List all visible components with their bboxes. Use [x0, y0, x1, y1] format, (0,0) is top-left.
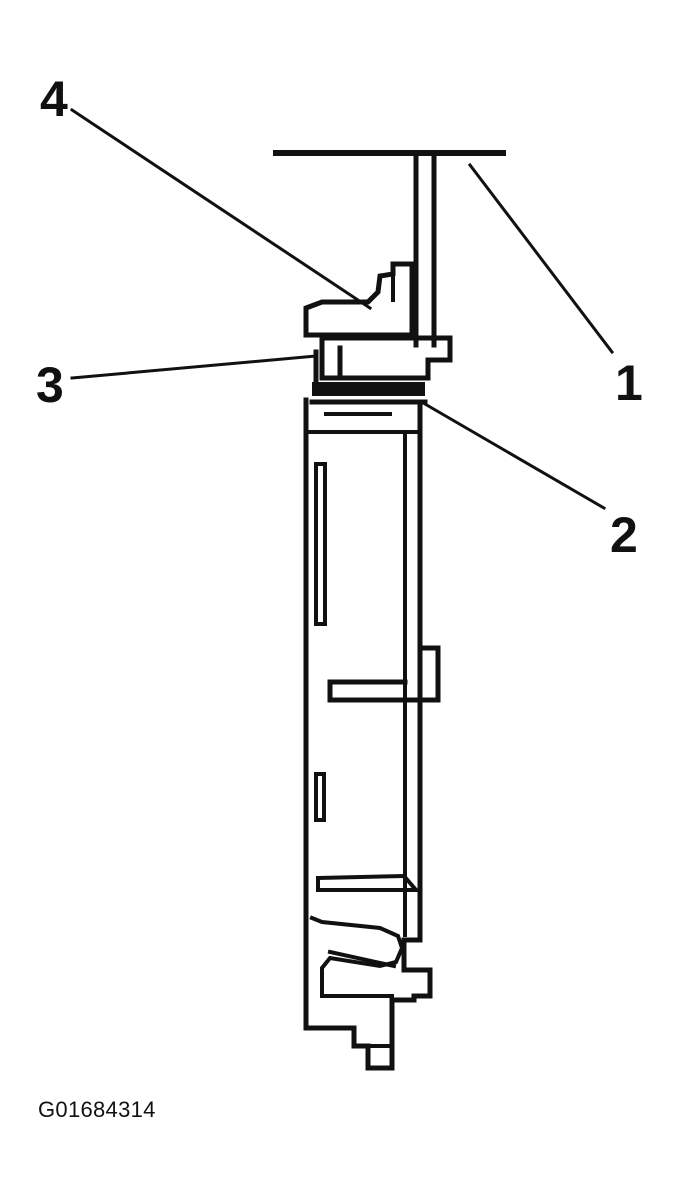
callout-1: 1 [615, 355, 643, 411]
leader-line-3 [70, 354, 318, 380]
part-3-seal-ring [313, 335, 453, 389]
callout-4: 4 [40, 71, 68, 127]
leader-line-1 [467, 162, 615, 355]
callout-3: 3 [36, 357, 64, 413]
leader-line-2 [422, 401, 607, 511]
part-2-o-ring [309, 382, 428, 416]
part-4-upper-retainer [303, 261, 415, 338]
main-body [303, 397, 441, 1071]
figure-id: G01684314 [38, 1097, 156, 1122]
part-1-plate-and-rod [273, 150, 506, 348]
leader-line-4 [69, 107, 373, 311]
callout-2: 2 [610, 507, 638, 563]
